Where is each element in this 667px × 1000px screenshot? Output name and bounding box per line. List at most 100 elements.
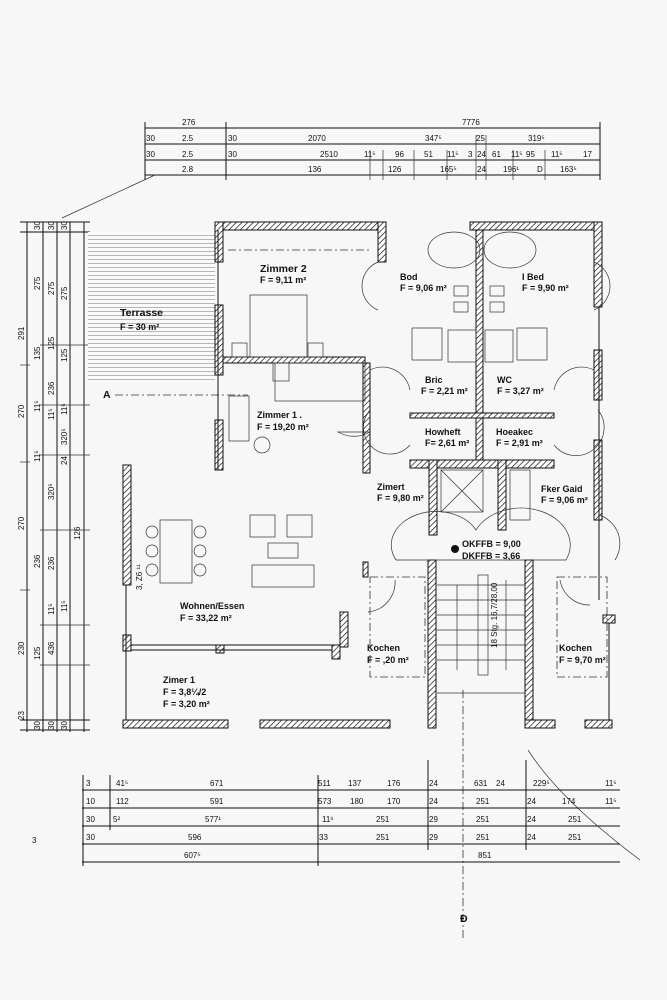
dim: 631 xyxy=(474,779,488,788)
dim: 275 xyxy=(47,281,56,295)
dim: 176 xyxy=(387,779,401,788)
room-area: F = ,20 m² xyxy=(367,655,409,665)
dim: 11⁵ xyxy=(447,150,459,159)
dim: 24 xyxy=(527,833,536,842)
dim: 170 xyxy=(387,797,401,806)
dim: 11⁵ xyxy=(605,779,617,788)
dim: 320⁵ xyxy=(47,483,56,500)
dim: 126 xyxy=(73,526,82,540)
dim: 137 xyxy=(348,779,362,788)
dim: 24 xyxy=(527,797,536,806)
room-name: Zimmer 1 . xyxy=(257,410,302,420)
dim: 251 xyxy=(568,815,582,824)
room-area: F = 2,21 m² xyxy=(421,386,468,396)
dim: 11⁵ xyxy=(60,600,69,612)
dim-row-3: 30 2.5 30 2510 11⁵ 96 51 11⁵ 3 24 61 11⁵… xyxy=(146,150,592,159)
dim: 30 xyxy=(33,221,42,230)
dim: 126 xyxy=(388,165,402,174)
dim: 10 xyxy=(86,797,95,806)
dim: 591 xyxy=(210,797,224,806)
bottom-dimension-chains: 3 41⁵ 671 511 137 176 24 631 24 229⁵ 11⁵… xyxy=(82,760,620,866)
dim: 251 xyxy=(376,833,390,842)
dim: 11⁵ xyxy=(47,603,56,615)
dim: 291 xyxy=(17,326,26,340)
dim: 30 xyxy=(86,833,95,842)
dim: 29 xyxy=(429,833,438,842)
dim: 275 xyxy=(33,276,42,290)
dim: 95 xyxy=(526,150,535,159)
dim-row-2: 30 2.5 30 2070 347⁵ 25 319⁵ xyxy=(146,134,545,143)
room-area: F = 3,20 m² xyxy=(163,699,210,709)
dim: 320⁵ xyxy=(60,428,69,445)
stair-label: 18 Stg. 16,7/28,00 xyxy=(490,582,499,648)
dim: 24 xyxy=(60,456,69,465)
dim-row-4: 2.8 136 126 165⁵ 24 196¹ D 163⁵ xyxy=(182,165,577,174)
room-labels: Zimmer 2 F = 9,11 m² Zimmer 1 . F = 19,2… xyxy=(163,263,606,709)
side-note: 3, Z6 ¹¹ xyxy=(135,564,144,590)
room-area: F= 2,61 m² xyxy=(425,438,469,448)
dim: 30 xyxy=(33,721,42,730)
dim: 33 xyxy=(319,833,328,842)
dim: 7776 xyxy=(462,118,480,127)
dim: 230 xyxy=(17,641,26,655)
dim: 96 xyxy=(395,150,404,159)
door-swings xyxy=(336,261,641,861)
dim: 196¹ xyxy=(503,165,519,174)
dim: 251 xyxy=(476,815,490,824)
dim: 112 xyxy=(116,797,129,806)
room-area: F = 9,06 m² xyxy=(400,283,447,293)
room-name: Zimer 1 xyxy=(163,675,195,685)
room-name: Fker Gaid xyxy=(541,484,583,494)
dim: 275 xyxy=(60,286,69,300)
dim: 236 xyxy=(47,556,56,570)
terrace-deck xyxy=(88,232,215,382)
dim: D xyxy=(537,165,543,174)
dim: 29 xyxy=(429,815,438,824)
room-area: F = 9,06 m² xyxy=(541,495,588,505)
dim: 511 xyxy=(318,779,331,788)
dim: 11⁵ xyxy=(60,403,69,415)
dim: 125 xyxy=(60,348,69,362)
dim: 2510 xyxy=(320,150,338,159)
dim: 347⁵ xyxy=(425,134,442,143)
dim: 24 xyxy=(496,779,505,788)
room-name: I Bed xyxy=(522,272,544,282)
dim: 24 xyxy=(477,165,486,174)
dim: 23 xyxy=(17,711,26,720)
room-area: F = 9,90 m² xyxy=(522,283,569,293)
dim: 251 xyxy=(376,815,390,824)
dim: 276 xyxy=(182,118,196,127)
dim: 136 xyxy=(308,165,322,174)
dim: 30 xyxy=(86,815,95,824)
dim: 165⁵ xyxy=(440,165,457,174)
dim: 596 xyxy=(188,833,202,842)
dim: 11⁶ xyxy=(322,815,334,824)
room-name: Wohnen/Essen xyxy=(180,601,244,611)
dim: 125 xyxy=(47,336,56,350)
room-name: Hoeakec xyxy=(496,427,533,437)
walls xyxy=(122,221,616,729)
room-area: F = 9,11 m² xyxy=(260,275,306,285)
dim: 41⁵ xyxy=(116,779,128,788)
dim: 17 xyxy=(583,150,592,159)
dim: 125 xyxy=(33,646,42,660)
dim: 236 xyxy=(47,381,56,395)
dim: 436 xyxy=(47,641,56,655)
dim: 30 xyxy=(47,721,56,730)
room-name: Bric xyxy=(425,375,443,385)
dim: 30 xyxy=(60,721,69,730)
dim: 163⁵ xyxy=(560,165,577,174)
dim: 671 xyxy=(210,779,224,788)
left-dimension-chains: 291 270 270 230 23 30 275 135 11⁵ 11⁵ 23… xyxy=(17,221,90,732)
room-area: F = 2,91 m² xyxy=(496,438,543,448)
dim: 2.8 xyxy=(182,165,194,174)
dim: 135 xyxy=(33,346,42,360)
room-area: F = 3,27 m² xyxy=(497,386,544,396)
dim: 2070 xyxy=(308,134,326,143)
dim: 229⁵ xyxy=(533,779,550,788)
dim: 24 xyxy=(477,150,486,159)
dim: 24 xyxy=(429,779,438,788)
level-okffb: OKFFB = 9,00 xyxy=(462,539,521,549)
dim: 24 xyxy=(429,797,438,806)
